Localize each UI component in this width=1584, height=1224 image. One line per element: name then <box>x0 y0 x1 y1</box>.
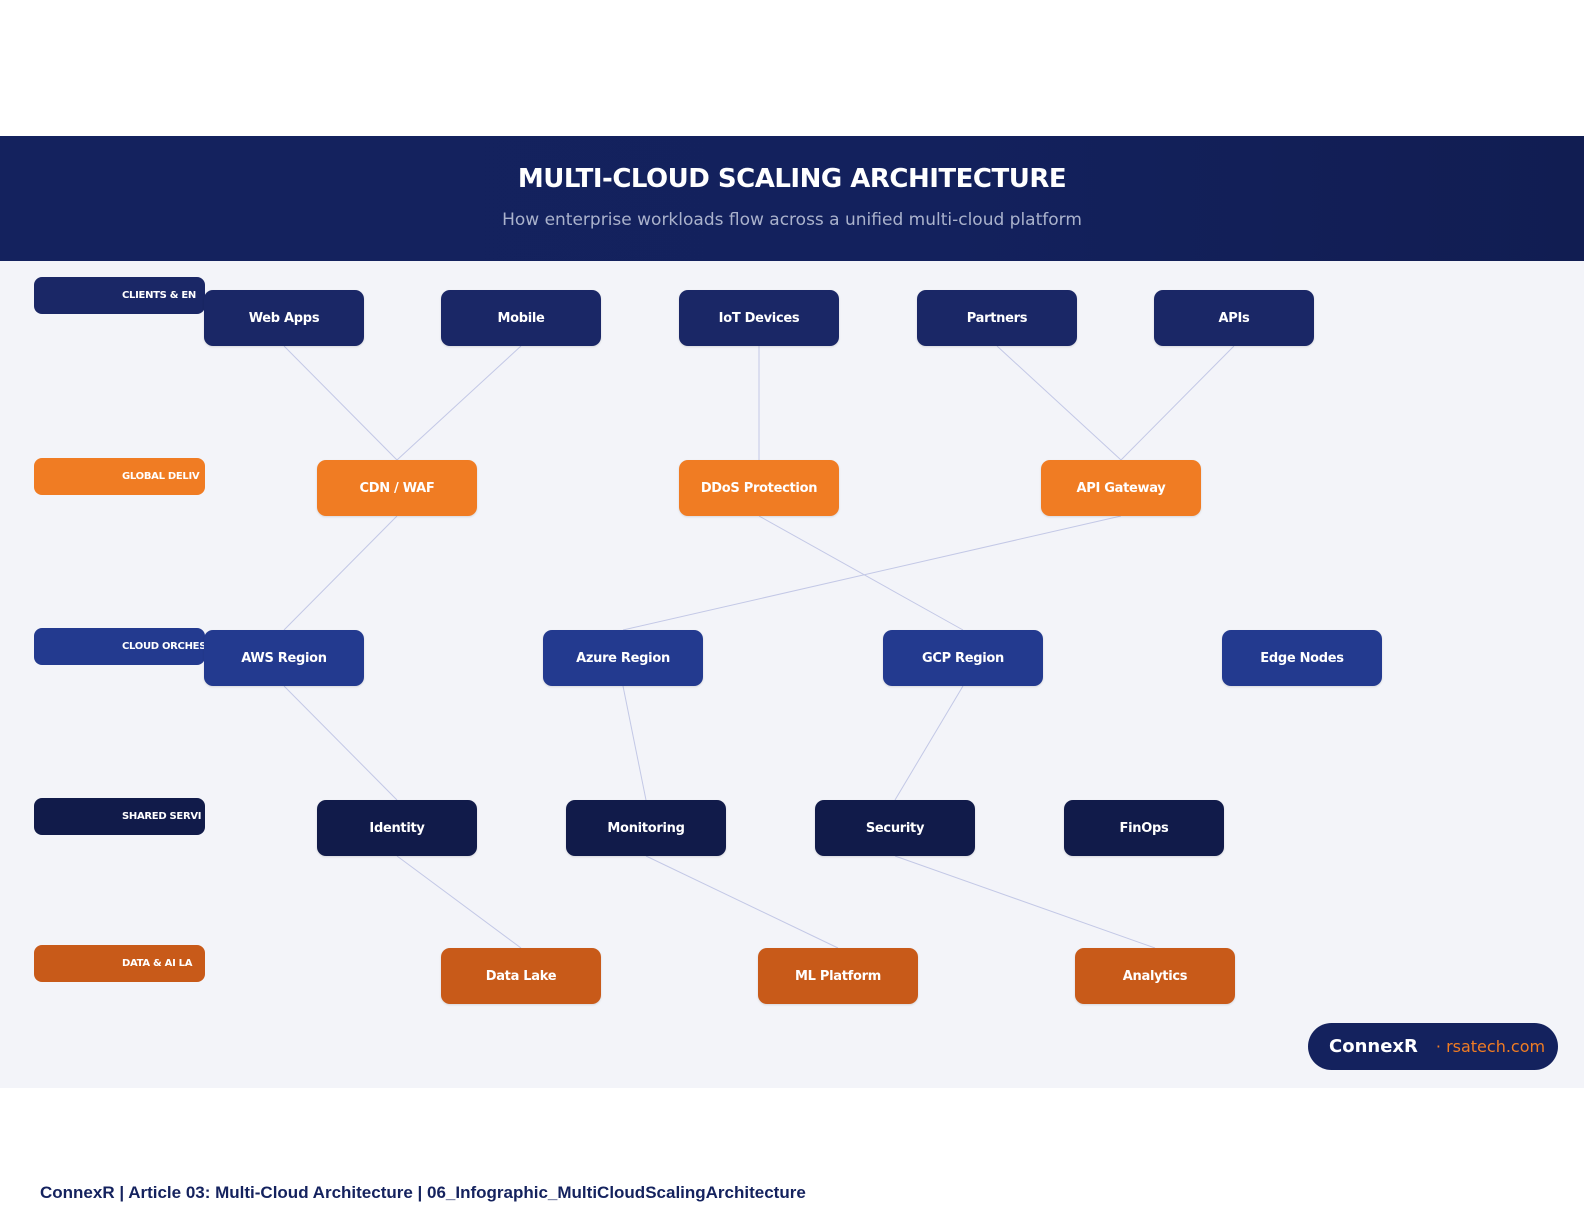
page-footer: ConnexR | Article 03: Multi-Cloud Archit… <box>40 1183 806 1202</box>
node-analytics: Analytics <box>1075 948 1235 1004</box>
diagram-canvas: CLIENTS & EN GLOBAL DELIV CLOUD ORCHES SHAR… <box>0 261 1584 1088</box>
lane-label: GLOBAL DELIV <box>34 458 205 495</box>
lane-label: CLIENTS & EN <box>34 277 205 314</box>
node-ml-platform: ML Platform <box>758 948 918 1004</box>
diagram-title: MULTI-CLOUD SCALING ARCHITECTURE <box>517 164 1067 194</box>
node-finops: FinOps <box>1064 800 1224 856</box>
node-security: Security <box>815 800 975 856</box>
brand-name: ConnexR <box>1329 1036 1418 1057</box>
connector-identity-to-data-lake <box>396 855 522 949</box>
connector-layer <box>283 345 1235 949</box>
diagram-subtitle: How enterprise workloads flow across a u… <box>502 210 1082 230</box>
connector-cdn-waf-to-aws-region <box>283 515 398 631</box>
node-monitoring: Monitoring <box>566 800 726 856</box>
connector-ddos-protection-to-gcp-region <box>758 515 964 631</box>
lane-label: CLOUD ORCHES <box>34 628 205 665</box>
node-cdn-waf: CDN / WAF <box>317 460 477 516</box>
connector-apis-to-api-gateway <box>1120 345 1235 461</box>
connector-azure-region-to-monitoring <box>622 685 647 801</box>
connector-security-to-analytics <box>894 855 1156 949</box>
connector-partners-to-api-gateway <box>996 345 1122 461</box>
connector-monitoring-to-ml-platform <box>645 855 839 949</box>
node-gcp-region: GCP Region <box>883 630 1043 686</box>
node-azure-region: Azure Region <box>543 630 703 686</box>
node-identity: Identity <box>317 800 477 856</box>
connector-api-gateway-to-azure-region <box>622 515 1122 631</box>
connector-gcp-region-to-security <box>894 685 964 801</box>
node-iot-devices: IoT Devices <box>679 290 839 346</box>
brand-badge: ConnexR · rsatech.com <box>1308 1023 1558 1070</box>
node-mobile: Mobile <box>441 290 601 346</box>
connector-aws-region-to-identity <box>283 685 398 801</box>
lane-label: DATA & AI LA <box>34 945 205 982</box>
brand-url: · rsatech.com <box>1435 1037 1546 1056</box>
node-partners: Partners <box>917 290 1077 346</box>
node-ddos-protection: DDoS Protection <box>679 460 839 516</box>
connector-web-apps-to-cdn-waf <box>283 345 398 461</box>
node-web-apps: Web Apps <box>204 290 364 346</box>
node-apis: APIs <box>1154 290 1314 346</box>
node-api-gateway: API Gateway <box>1041 460 1201 516</box>
connector-mobile-to-cdn-waf <box>396 345 522 461</box>
node-data-lake: Data Lake <box>441 948 601 1004</box>
node-aws-region: AWS Region <box>204 630 364 686</box>
title-banner: MULTI-CLOUD SCALING ARCHITECTURE How ent… <box>0 136 1584 261</box>
lane-label: SHARED SERVI <box>34 798 205 835</box>
node-edge-nodes: Edge Nodes <box>1222 630 1382 686</box>
